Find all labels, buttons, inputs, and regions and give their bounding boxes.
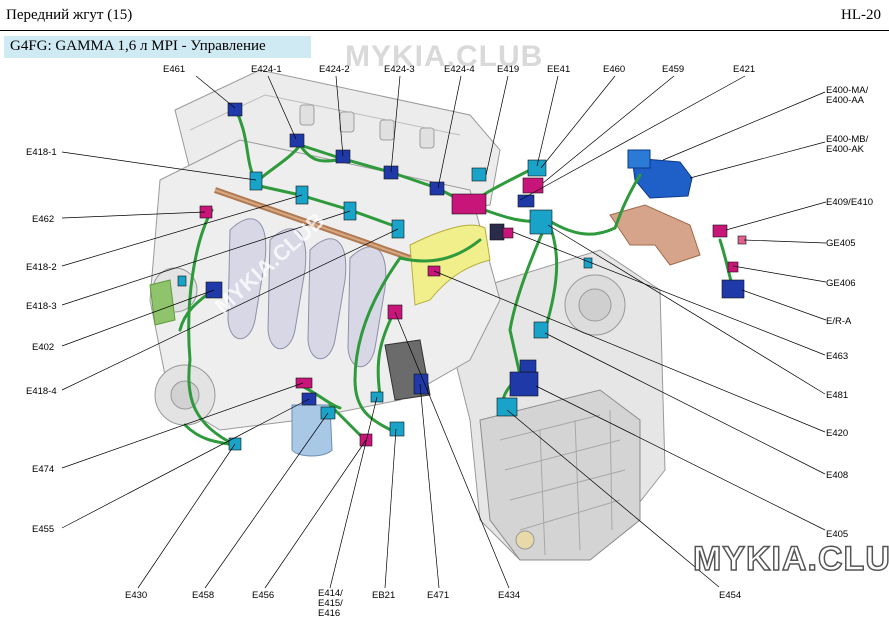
label-e414: E414/ [318,588,343,599]
label-e481: E481 [826,390,848,401]
label-e418-2: E418-2 [26,262,57,273]
label-e458: E458 [192,590,214,601]
label-e434: E434 [498,590,520,601]
label-e400-mb: E400-MB/ [826,134,869,145]
watermark-bottom: MYKIA.CLUB [692,539,889,579]
label-e418-1: E418-1 [26,147,57,158]
label-e418-3: E418-3 [26,301,57,312]
connectors [177,102,747,451]
label-e-r-a: E/R-A [826,316,852,327]
label-ge405: GE405 [826,238,856,249]
label-e415: E415/ [318,598,343,609]
label-e416: E416 [318,608,340,619]
label-e424-1: E424-1 [251,64,282,75]
label-e424-4: E424-4 [444,64,475,75]
label-e471: E471 [427,590,449,601]
label-e400-ma: E400-MA/ [826,85,869,96]
label-ee41: EE41 [547,64,570,75]
label-e462: E462 [32,214,54,225]
section-title-box: G4FG: GAMMA 1,6 л MPI - Управление [4,36,311,58]
label-e455: E455 [32,524,54,535]
label-e430: E430 [125,590,147,601]
header-bar: Передний жгут (15) HL-20 [0,0,889,31]
label-e409-e410: E409/E410 [826,197,873,208]
label-e454: E454 [719,590,741,601]
page-code: HL-20 [841,7,881,23]
label-e408: E408 [826,470,848,481]
label-e419: E419 [497,64,519,75]
label-ge406: GE406 [826,278,856,289]
section-title: G4FG: GAMMA 1,6 л MPI - Управление [10,38,266,54]
leader-lines [61,75,827,589]
label-e456: E456 [252,590,274,601]
label-e461: E461 [163,64,185,75]
watermark-top: MYKIA.CLUB [345,40,544,73]
label-e474: E474 [32,464,54,475]
label-e400-aa: E400-AA [826,95,865,106]
label-eb21: EB21 [372,590,395,601]
label-e460: E460 [603,64,625,75]
label-e420: E420 [826,428,848,439]
label-e463: E463 [826,351,848,362]
label-e402: E402 [32,342,54,353]
label-e424-3: E424-3 [384,64,415,75]
label-e421: E421 [733,64,755,75]
connector-labels: E461 E424-1 E424-2 E424-3 E424-4 E419 EE… [26,64,873,619]
label-e424-2: E424-2 [319,64,350,75]
harness-title: Передний жгут (15) [6,7,133,23]
label-e405: E405 [826,529,848,540]
label-e459: E459 [662,64,684,75]
label-e418-4: E418-4 [26,386,57,397]
engine-illustration [149,69,701,561]
label-e400-ak: E400-AK [826,144,865,155]
